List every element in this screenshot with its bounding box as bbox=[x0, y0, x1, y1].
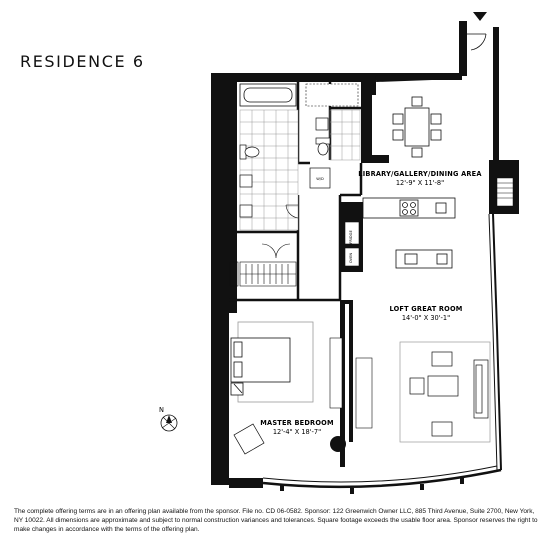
bathtub bbox=[239, 83, 297, 107]
exterior-walls bbox=[211, 21, 519, 488]
bedroom-dims: 12'-4" X 18'-7" bbox=[273, 428, 321, 436]
residence-title: RESIDENCE 6 bbox=[20, 52, 145, 71]
library-room-dims: 12'-9" X 11'-8" bbox=[396, 179, 444, 187]
great-room-name: LOFT GREAT ROOM bbox=[389, 305, 462, 313]
north-compass-icon bbox=[160, 414, 178, 432]
entry-arrow-icon bbox=[473, 12, 487, 21]
dining-table bbox=[392, 96, 442, 158]
washer-label: W/D bbox=[316, 177, 324, 181]
fridge-label: FRIDGE bbox=[349, 230, 353, 244]
living-seating bbox=[399, 341, 491, 443]
north-label: N bbox=[159, 406, 164, 414]
closet bbox=[229, 261, 297, 287]
shower bbox=[305, 83, 359, 107]
toilet bbox=[239, 137, 331, 160]
great-room-dims: 14'-0" X 30'-1" bbox=[402, 314, 450, 322]
oven-label: OVEN bbox=[349, 253, 353, 263]
column-vent bbox=[496, 177, 514, 207]
armchair bbox=[233, 423, 265, 455]
bedroom-name: MASTER BEDROOM bbox=[260, 419, 333, 427]
offering-disclaimer: The complete offering terms are in an of… bbox=[14, 508, 538, 533]
vanity-sinks bbox=[239, 117, 329, 218]
washer-dryer bbox=[309, 167, 331, 189]
round-side-table bbox=[330, 436, 346, 452]
library-room-name: LIBRARY/GALLERY/DINING AREA bbox=[358, 170, 482, 178]
kitchen-counter bbox=[362, 197, 456, 219]
kitchen-island bbox=[395, 249, 453, 269]
bed bbox=[230, 321, 314, 403]
